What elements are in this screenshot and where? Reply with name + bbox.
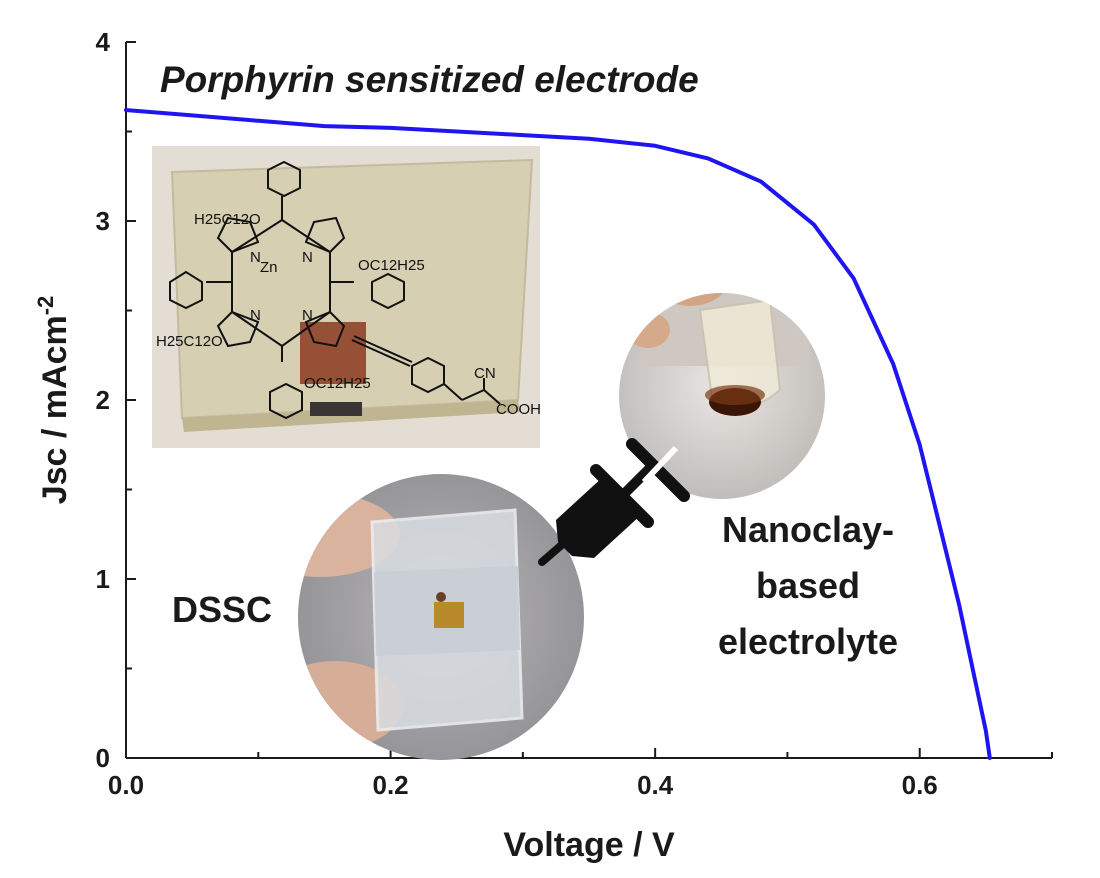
y-axis-title-superscript: -2 xyxy=(33,296,58,316)
inset-dssc-photo xyxy=(298,474,584,760)
cooh-label: COOH xyxy=(496,401,541,418)
electrode-contact-strip xyxy=(310,402,362,416)
series-line xyxy=(124,108,992,760)
annotation-nanoclay-line2: based xyxy=(756,565,860,606)
n-label-3: N xyxy=(250,307,261,324)
x-axis-title: Voltage / V xyxy=(503,826,675,864)
annotation-dssc: DSSC xyxy=(172,589,272,630)
y-ticks: 0 1 2 3 4 xyxy=(96,27,136,773)
inset-electrode-photo: Zn N N N N H25C12O OC12H25 H25C12O OC12H… xyxy=(152,146,541,448)
y-tick-label: 3 xyxy=(96,206,110,236)
chart-title: Porphyrin sensitized electrode xyxy=(160,59,699,100)
inset-beaker-photo xyxy=(619,293,825,499)
y-axis-title: Jsc / mAcm-2 xyxy=(33,296,74,505)
x-tick-label: 0.0 xyxy=(108,770,144,800)
series-layer xyxy=(124,108,992,760)
y-tick-label: 2 xyxy=(96,385,110,415)
annotation-nanoclay-line1: Nanoclay- xyxy=(722,509,894,550)
annotation-nanoclay-line3: electrolyte xyxy=(718,621,898,662)
x-ticks: 0.0 0.2 0.4 0.6 xyxy=(108,748,1053,800)
cn-label: CN xyxy=(474,365,496,382)
alkoxy-label-top-left: H25C12O xyxy=(194,211,261,228)
n-label-1: N xyxy=(250,249,261,266)
x-tick-label: 0.6 xyxy=(902,770,938,800)
zn-label: Zn xyxy=(260,259,278,276)
n-label-4: N xyxy=(302,307,313,324)
alkoxy-label-left: H25C12O xyxy=(156,333,223,350)
y-tick-label: 1 xyxy=(96,564,110,594)
y-axis-title-main: Jsc / mAcm xyxy=(36,315,74,504)
x-tick-label: 0.4 xyxy=(637,770,674,800)
alkoxy-label-right: OC12H25 xyxy=(358,257,425,274)
alkoxy-label-bottom: OC12H25 xyxy=(304,375,371,392)
y-tick-label: 0 xyxy=(96,743,110,773)
y-tick-label: 4 xyxy=(96,27,111,57)
porphyrin-structure xyxy=(169,160,501,420)
x-tick-label: 0.2 xyxy=(372,770,408,800)
porphyrin-labels: Zn N N N N H25C12O OC12H25 H25C12O OC12H… xyxy=(156,211,541,418)
syringe-icon xyxy=(538,438,690,566)
n-label-2: N xyxy=(302,249,313,266)
